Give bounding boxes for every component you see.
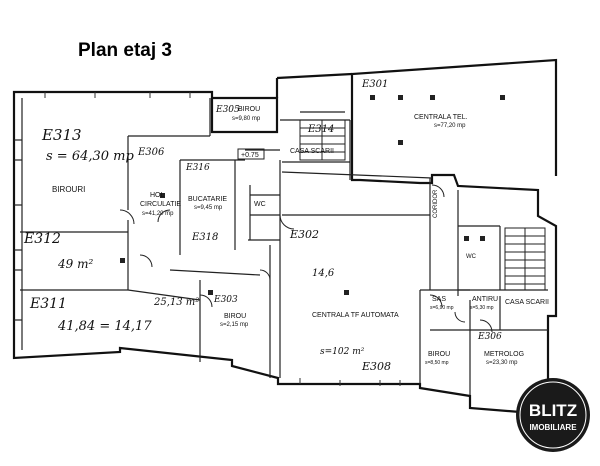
level-marker: +0.75 [241,152,259,159]
room-label-metrolog: METROLOG [484,351,524,358]
room-area-birou-mid: s=2,15 mp [220,322,249,328]
room-area-hol: s=41,20 mp [142,211,174,217]
room-area-e313: s = 64,30 mp [46,149,135,164]
room-label-sas: SAS [432,296,446,303]
room-tag-e306b: E306 [477,332,502,342]
room-label-centrala-auto: CENTRALA TF AUTOMATA [312,312,399,319]
columns [120,95,505,295]
room-label-wc: WC [254,201,266,208]
logo-text-imobiliare: IMOBILIARE [529,423,577,432]
room-area-birou-top: s=9,80 mp [232,116,261,122]
window-marks [44,92,401,386]
room-area-e312: 49 m² [57,257,93,271]
room-tag-e306: E306 [137,147,165,158]
room-tag-e302: E302 [289,228,319,241]
doors [119,184,493,333]
stairs-right [504,227,546,291]
inner-walls [14,98,548,395]
room-area-birou-small: s=8,50 mp [425,360,449,366]
room-area-small: 25,13 m² [153,297,199,308]
room-area-antiru: s=5,30 mp [470,305,494,311]
room-area-centrala-tel: s=77,20 mp [434,123,466,129]
room-tag-e301: E301 [361,79,388,90]
room-tag-e316: E316 [185,163,210,173]
room-area-bucatarie: s=9,45 mp [194,205,223,211]
room-tag-e312: E312 [23,231,61,247]
outer-walls [12,58,558,418]
room-label-coridor: CORIDOR [433,189,439,218]
room-area-sas: s=6,90 mp [430,305,454,311]
logo-text-blitz: BLITZ [529,401,577,420]
room-label-birouri: BIROURI [52,185,85,194]
room-label-bucatarie: BUCATARIE [188,196,227,203]
room-tag-e318: E318 [191,232,218,243]
room-tag-e303: E303 [213,295,238,305]
room-label-casa-scarii-right: CASA SCARII [505,299,549,306]
room-tag-e305: E305 [215,105,240,115]
stairs-top [299,119,346,161]
room-tag-e313: E313 [41,126,82,144]
room-area-e311: 41,84 = 14,17 [57,319,152,334]
blitz-logo: BLITZ IMOBILIARE [516,378,590,452]
room-area-centrala-auto: s=102 m² [320,347,365,357]
room-label-birou-small: BIROU [428,351,450,358]
room-label-centrala-tel: CENTRALA TEL. [414,114,468,121]
room-label-hol: HOL [150,192,165,199]
level-marker-box [237,148,265,160]
room-label-wc2: WC [466,254,477,260]
room-label-antiru: ANTIRU [472,296,498,303]
room-area-metrolog: s=23,30 mp [486,360,518,366]
room-tag-e314: E314 [307,124,334,135]
room-label-circulatie: CIRCULATIE [140,201,181,208]
room-area-e302: 14,6 [312,268,335,279]
room-label-birou-top: BIROU [238,106,260,113]
room-label-birou-mid: BIROU [224,313,246,320]
room-label-casa-scarii: CASA SCARII [290,148,334,155]
room-tag-e308: E308 [361,360,391,373]
plan-title: Plan etaj 3 [78,40,172,61]
room-tag-e311: E311 [29,296,67,312]
